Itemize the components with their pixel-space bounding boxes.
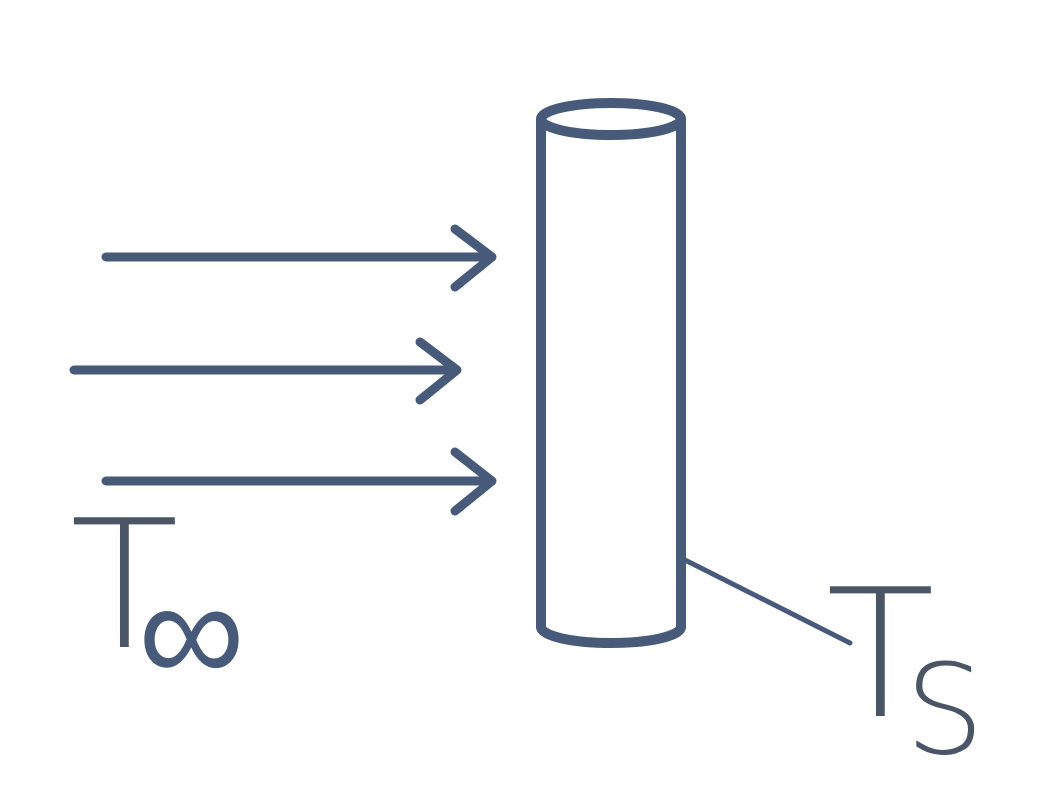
ambient-label-T: T [70, 482, 179, 689]
cylinder-top-ellipse [536, 98, 686, 140]
cylinder-icon [536, 98, 686, 648]
ambient-label-subscript: ∞ [138, 545, 245, 719]
flow-arrow-icon-bottom [101, 447, 497, 516]
surface-label-subscript: S [905, 638, 984, 783]
flow-arrow-icon-top [101, 224, 497, 292]
cylinder-bottom-arc [536, 622, 686, 648]
ambient-temperature-label: T ∞ [70, 482, 245, 719]
surface-temperature-label: T S [826, 551, 984, 783]
leader-line [682, 557, 853, 646]
surface-label-T: T [826, 551, 935, 758]
flow-arrow-icon-middle [69, 337, 462, 405]
flow-arrows [69, 224, 497, 516]
